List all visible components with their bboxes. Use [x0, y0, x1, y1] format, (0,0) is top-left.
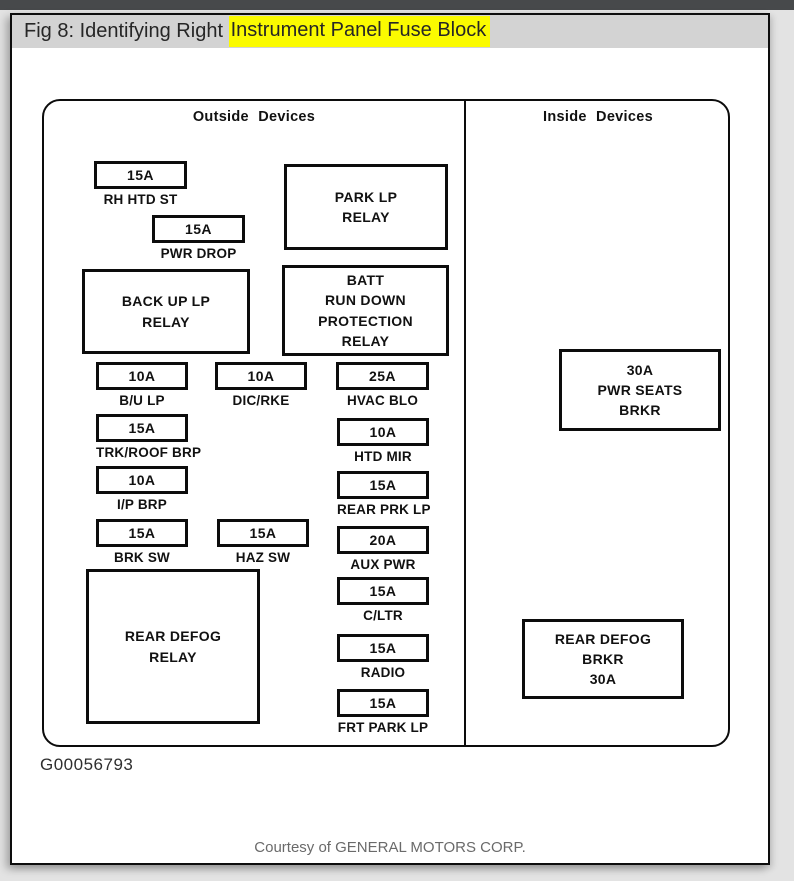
- fuse-amp-rating: 15A: [152, 215, 245, 243]
- fuse-label: DIC/RKE: [232, 393, 290, 408]
- fuse-aux-pwr: 20A AUX PWR: [337, 526, 429, 572]
- relay-park-lp: PARK LP RELAY: [284, 164, 448, 250]
- section-divider-line: [464, 101, 466, 745]
- fuse-hvac-blo: 25A HVAC BLO: [336, 362, 429, 408]
- fuse-amp-rating: 10A: [96, 466, 188, 494]
- section-label-outside-devices: Outside Devices: [192, 109, 316, 125]
- fuse-c-ltr: 15A C/LTR: [337, 577, 429, 623]
- fuse-label: HTD MIR: [354, 449, 412, 464]
- figure-title-bar: Fig 8: Identifying Right Instrument Pane…: [12, 15, 768, 48]
- fuse-haz-sw: 15A HAZ SW: [217, 519, 309, 565]
- figure-title-prefix: Fig 8: Identifying Right: [24, 20, 229, 42]
- relay-back-up-lp: BACK UP LP RELAY: [82, 269, 250, 354]
- fuse-label: TRK/ROOF BRP: [96, 445, 202, 460]
- fuse-amp-rating: 15A: [337, 471, 429, 499]
- courtesy-text: Courtesy of GENERAL MOTORS CORP.: [254, 839, 526, 856]
- window-top-bar: [0, 0, 794, 10]
- fuse-brk-sw: 15A BRK SW: [96, 519, 188, 565]
- fuse-amp-rating: 15A: [337, 689, 429, 717]
- fuse-ip-brp: 10A I/P BRP: [96, 466, 188, 512]
- breaker-rear-defog: REAR DEFOG BRKR 30A: [522, 619, 684, 699]
- fuse-amp-rating: 10A: [96, 362, 188, 390]
- fuse-rear-prk-lp: 15A REAR PRK LP: [337, 471, 431, 517]
- fuse-bu-lp: 10A B/U LP: [96, 362, 188, 408]
- fuse-label: PWR DROP: [160, 246, 237, 261]
- fuse-amp-rating: 20A: [337, 526, 429, 554]
- fuse-rh-htd-st: 15A RH HTD ST: [94, 161, 187, 207]
- fuse-label: BRK SW: [114, 550, 170, 565]
- fuse-amp-rating: 15A: [96, 414, 188, 442]
- fuse-amp-rating: 15A: [217, 519, 309, 547]
- fuse-label: HVAC BLO: [346, 393, 419, 408]
- fuse-block-diagram: Outside Devices Inside Devices PARK LP R…: [42, 99, 730, 747]
- fuse-pwr-drop: 15A PWR DROP: [152, 215, 245, 261]
- fuse-label: AUX PWR: [350, 557, 416, 572]
- fuse-dic-rke: 10A DIC/RKE: [215, 362, 307, 408]
- fuse-amp-rating: 15A: [337, 577, 429, 605]
- fuse-label: RADIO: [360, 665, 406, 680]
- figure-id: G00056793: [40, 755, 134, 774]
- breaker-pwr-seats: 30A PWR SEATS BRKR: [559, 349, 721, 431]
- fuse-trk-roof-brp: 15A TRK/ROOF BRP: [96, 414, 202, 460]
- fuse-label: HAZ SW: [235, 550, 291, 565]
- document-page: Fig 8: Identifying Right Instrument Pane…: [10, 13, 770, 865]
- relay-rear-defog: REAR DEFOG RELAY: [86, 569, 260, 724]
- fuse-amp-rating: 10A: [337, 418, 429, 446]
- fuse-label: B/U LP: [119, 393, 165, 408]
- fuse-label: I/P BRP: [117, 497, 167, 512]
- fuse-amp-rating: 15A: [94, 161, 187, 189]
- fuse-label: REAR PRK LP: [337, 502, 431, 517]
- fuse-amp-rating: 10A: [215, 362, 307, 390]
- fuse-radio: 15A RADIO: [337, 634, 429, 680]
- fuse-htd-mir: 10A HTD MIR: [337, 418, 429, 464]
- fuse-label: C/LTR: [363, 608, 403, 623]
- figure-title-highlight: Instrument Panel Fuse Block: [228, 16, 491, 47]
- fuse-amp-rating: 25A: [336, 362, 429, 390]
- fuse-label: RH HTD ST: [103, 192, 178, 207]
- fuse-amp-rating: 15A: [337, 634, 429, 662]
- fuse-frt-park-lp: 15A FRT PARK LP: [337, 689, 429, 735]
- fuse-amp-rating: 15A: [96, 519, 188, 547]
- fuse-label: FRT PARK LP: [337, 720, 429, 735]
- section-label-inside-devices: Inside Devices: [543, 109, 653, 125]
- relay-batt-run-down-protection: BATT RUN DOWN PROTECTION RELAY: [282, 265, 449, 356]
